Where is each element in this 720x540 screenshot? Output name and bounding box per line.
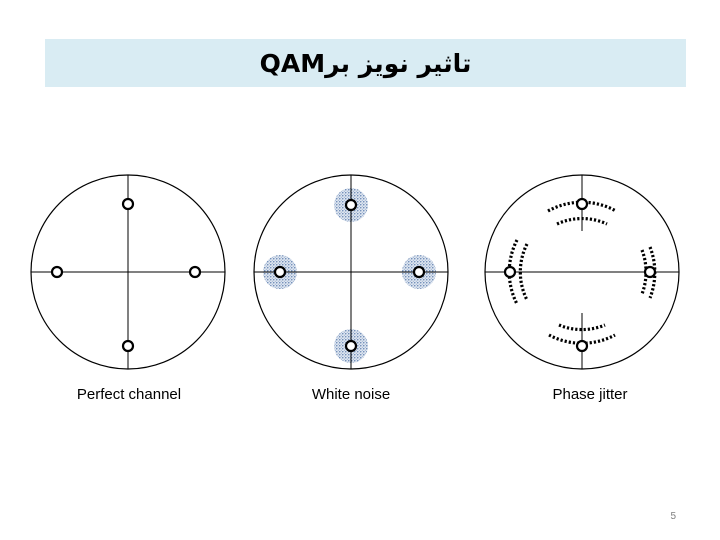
constellation-point-bottom: [344, 339, 358, 353]
constellation-point-bottom: [121, 339, 135, 353]
slide-title: تاثیر نویز برQAM: [259, 48, 472, 78]
constellation-point-right: [188, 265, 202, 279]
constellation-point-top: [575, 197, 589, 211]
white-noise-diagram: [253, 174, 449, 370]
page-number: 5: [670, 511, 676, 522]
title-bar: تاثیر نویز برQAM: [45, 39, 686, 87]
constellation-point-top: [121, 197, 135, 211]
jitter-arc-left-inner: [518, 243, 529, 301]
jitter-arc-bottom-inner: [558, 323, 606, 332]
constellation-point-right: [412, 265, 426, 279]
constellation-point-left: [273, 265, 287, 279]
constellation-point-top: [344, 198, 358, 212]
constellation-point-bottom: [575, 339, 589, 353]
constellation-point-left: [503, 265, 517, 279]
constellation-point-right: [643, 265, 657, 279]
caption-phase-jitter: Phase jitter: [552, 386, 628, 403]
phase-jitter-diagram: [484, 174, 680, 370]
constellation-point-left: [50, 265, 64, 279]
perfect-channel-diagram: [30, 174, 226, 370]
caption-perfect-channel: Perfect channel: [76, 386, 182, 403]
jitter-arc-top-inner: [556, 216, 608, 226]
caption-white-noise: White noise: [311, 386, 391, 403]
jitter-arc-left-outer: [507, 239, 519, 305]
